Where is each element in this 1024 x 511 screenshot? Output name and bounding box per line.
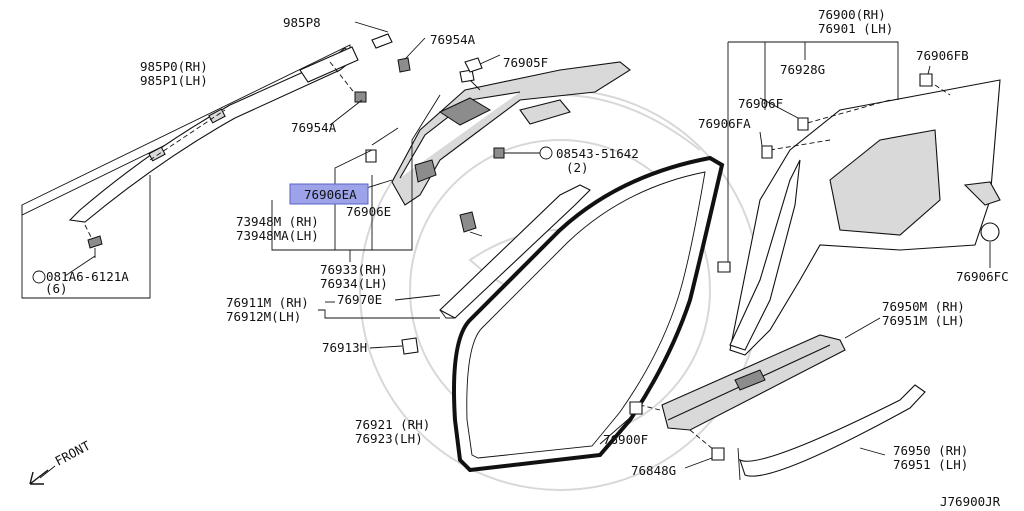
label-76906FC[interactable]: 76906FC (956, 269, 1009, 284)
label-76913H[interactable]: 76913H (322, 340, 367, 355)
label-08543-51642[interactable]: 08543-51642 (556, 146, 639, 161)
label-76906FB[interactable]: 76906FB (916, 48, 969, 63)
center-pillar-trim (271, 54, 631, 262)
label-76921[interactable]: 76921 (RH) (355, 417, 430, 432)
label-76951M[interactable]: 76951M (LH) (882, 313, 965, 328)
clip-icon (797, 117, 809, 131)
door-opening-weatherstrip (452, 155, 725, 473)
bolt-symbol-icon (32, 270, 46, 284)
label-76950M[interactable]: 76950M (RH) (882, 299, 965, 314)
label-76928G[interactable]: 76928G (780, 62, 825, 77)
label-76900F[interactable]: 76900F (603, 432, 648, 447)
label-73948M[interactable]: 73948M (RH) (236, 214, 319, 229)
clip-icon (629, 401, 643, 415)
clip-icon (354, 91, 367, 103)
a-pillar-airbag-assembly (21, 21, 426, 299)
label-76906FA[interactable]: 76906FA (698, 116, 751, 131)
kicking-plate-outer (737, 384, 926, 481)
label-76901[interactable]: 76901 (LH) (818, 21, 893, 36)
label-76954A-top[interactable]: 76954A (430, 32, 476, 47)
label-081A6-qty: (6) (45, 281, 68, 296)
label-76905F[interactable]: 76905F (503, 55, 548, 70)
clip-icon (397, 57, 411, 73)
label-76970E[interactable]: 76970E (337, 292, 382, 307)
label-76848G[interactable]: 76848G (631, 463, 676, 478)
label-76923[interactable]: 76923(LH) (355, 431, 423, 446)
diagram-code: J76900JR (940, 494, 1001, 509)
label-081A6-6121A[interactable]: 081A6-6121A (46, 269, 129, 284)
label-985P0[interactable]: 985P0(RH) (140, 59, 208, 74)
front-label: FRONT (52, 438, 93, 469)
label-76906EA[interactable]: 76906EA (304, 187, 357, 202)
screw-icon (493, 147, 505, 159)
label-08543-qty: (2) (566, 160, 589, 175)
b-pillar-lower-trim (318, 184, 591, 355)
clip-icon (919, 73, 933, 87)
clip-icon (365, 149, 377, 163)
label-76912M[interactable]: 76912M(LH) (226, 309, 301, 324)
label-76900[interactable]: 76900(RH) (818, 7, 886, 22)
label-76954A-bottom[interactable]: 76954A (291, 120, 337, 135)
bolt-icon (87, 235, 103, 258)
label-76911M[interactable]: 76911M (RH) (226, 295, 309, 310)
clip-icon (401, 337, 419, 355)
part-highlight (289, 183, 369, 205)
label-985P8[interactable]: 985P8 (283, 15, 321, 30)
clip-icon (711, 447, 725, 461)
label-76951[interactable]: 76951 (LH) (893, 457, 968, 472)
label-76906E[interactable]: 76906E (346, 204, 391, 219)
front-arrow-icon (29, 465, 56, 485)
clip-icon (459, 211, 483, 237)
rear-side-trim (717, 41, 1001, 356)
clip-icon (761, 145, 773, 159)
label-76934[interactable]: 76934(LH) (320, 276, 388, 291)
label-985P1[interactable]: 985P1(LH) (140, 73, 208, 88)
clip-icon (717, 261, 731, 273)
clip-icon (459, 57, 483, 83)
bracket-icon (371, 33, 393, 49)
label-76933[interactable]: 76933(RH) (320, 262, 388, 277)
label-76906F[interactable]: 76906F (738, 96, 783, 111)
cap-icon (980, 222, 1000, 242)
label-73948MA[interactable]: 73948MA(LH) (236, 228, 319, 243)
label-76950[interactable]: 76950 (RH) (893, 443, 968, 458)
kicking-plate-inner (629, 317, 881, 461)
